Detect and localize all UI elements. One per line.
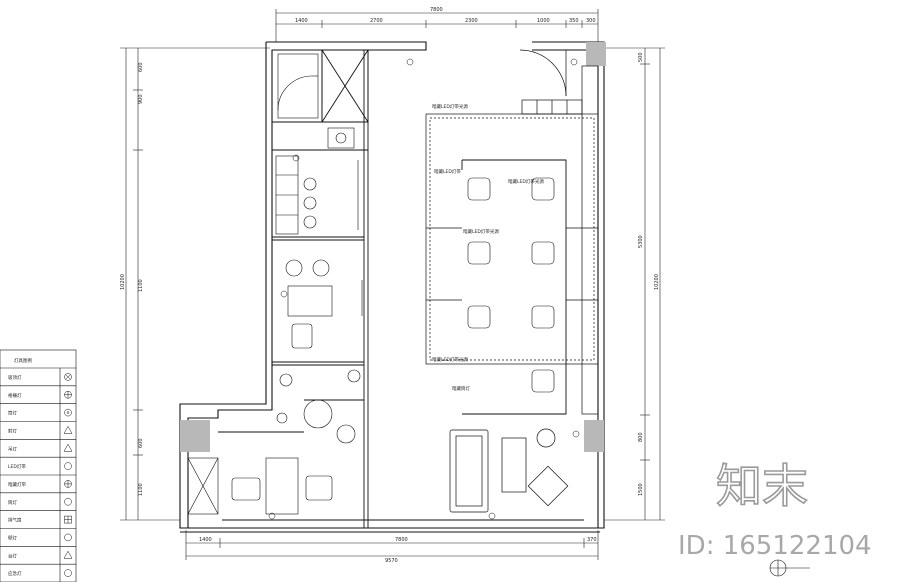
watermark-id: ID: 165122104: [678, 531, 872, 561]
circle-cross-icon: [64, 391, 72, 399]
triangle-sm-icon: [63, 550, 73, 559]
dim-bottom-seg: 1400: [199, 537, 212, 543]
column: [584, 420, 604, 452]
dim-left-lower: 1100: [138, 483, 144, 496]
dim-top-seg: 350: [569, 18, 579, 24]
office-chairs: [467, 177, 555, 393]
legend-label: 格栅灯: [8, 392, 22, 399]
legend-title: 灯具图例: [14, 357, 32, 364]
dim-right-seg: 5300: [638, 235, 644, 248]
triangle-icon: [63, 425, 73, 434]
legend-label: 暗藏灯带: [8, 481, 26, 488]
circle-dot-icon: [64, 408, 72, 417]
dimension-top: [275, 9, 599, 42]
circle-sm-icon: [64, 569, 72, 577]
square-grid-icon: [64, 515, 72, 524]
dimension-left: [120, 47, 270, 521]
note-strip-bottom: 暗藏LED灯带光源: [432, 356, 468, 363]
lamp-icon: [64, 462, 72, 470]
note-strip-left: 暗藏LED灯带光源: [463, 228, 499, 235]
legend-label: 筒灯: [8, 499, 17, 506]
dim-right-total: 10200: [654, 274, 660, 290]
dim-bottom-seg: 370: [587, 537, 597, 543]
dim-top-seg: 2300: [465, 18, 478, 24]
pendant-icon: [64, 533, 72, 542]
dim-right-lower: 800: [638, 432, 644, 442]
entrance-door: [519, 49, 567, 97]
triangle-half-icon: [63, 443, 73, 452]
dim-right-seg: 500: [638, 52, 644, 62]
note-spot-light: 暗藏筒灯: [452, 385, 470, 392]
ceiling-lights: [268, 58, 580, 520]
watermark-logo: 知末: [716, 459, 808, 513]
manager-office: [285, 259, 363, 349]
left-partitions: [218, 49, 369, 528]
legend-label: 排气扇: [8, 517, 22, 524]
legend-label: 应急灯: [8, 570, 22, 577]
column: [180, 420, 210, 452]
column: [586, 42, 606, 66]
reception-corner: [276, 369, 361, 444]
note-cabinet-light: 暗藏LED灯带光源: [508, 178, 544, 185]
note-strip-light: 暗藏LED灯带光源: [432, 103, 468, 110]
dim-left-lower: 600: [138, 438, 144, 448]
legend-label: 台灯: [8, 552, 17, 559]
bottom-left-office: [187, 457, 333, 515]
dim-top-seg: 1000: [537, 18, 550, 24]
lounge-area: [449, 428, 569, 513]
legend-label: 射灯: [8, 427, 17, 434]
circle-x-icon: [64, 373, 72, 381]
dim-top-total: 7800: [430, 7, 443, 13]
dimension-right: [604, 47, 665, 521]
note-desk-light: 暗藏LED灯带: [434, 168, 461, 175]
dim-left-seg: 600: [138, 62, 144, 72]
work-desk-island: [461, 159, 567, 415]
north-arrow: [769, 559, 810, 577]
circle-plus-icon: [64, 480, 72, 488]
ceiling-strip: [425, 113, 599, 365]
dim-bottom-seg: 7800: [395, 537, 408, 543]
circle-ring-icon: [64, 498, 72, 506]
toilet-room: [277, 53, 355, 149]
dim-left-seg: 1100: [138, 279, 144, 292]
dim-left-total: 10200: [120, 274, 126, 290]
dim-top-seg: 2700: [370, 18, 383, 24]
pantry: [275, 155, 359, 235]
dimension-bottom: [185, 530, 599, 560]
dim-left-seg: 900: [138, 94, 144, 104]
legend-label: 壁灯: [8, 534, 17, 541]
legend-label: 吸顶灯: [8, 374, 22, 381]
legend-label: 筒灯: [8, 410, 17, 417]
dim-top-seg: 1400: [295, 18, 308, 24]
dim-top-seg: 300: [586, 18, 596, 24]
legend-label: 吊灯: [8, 445, 17, 452]
dim-bottom-total: 9570: [385, 558, 398, 564]
cabinet-right: [521, 65, 599, 415]
dim-right-lower: 1500: [638, 483, 644, 496]
legend-label: LED灯带: [8, 463, 26, 470]
exterior-walls: [179, 41, 605, 533]
